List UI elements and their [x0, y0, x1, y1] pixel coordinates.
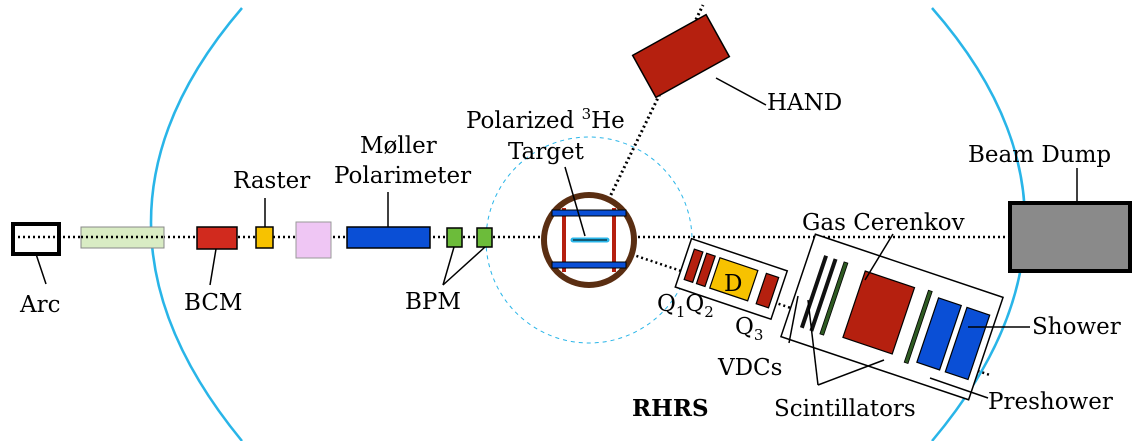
bpm-block-2	[476, 227, 493, 248]
bpm-leader-1	[442, 246, 455, 286]
vdcs-label: VDCs	[717, 355, 782, 381]
dipole-label: D	[724, 271, 742, 297]
arc-label: Arc	[19, 292, 61, 318]
moller-polarimeter-block	[346, 226, 431, 249]
scint-leader-1	[807, 299, 819, 386]
bpm-label: BPM	[405, 289, 461, 315]
scintillators-label: Scintillators	[774, 396, 916, 422]
gas-cerenkov-leader	[864, 233, 894, 281]
raster-block	[255, 226, 274, 249]
rhrs-magnets	[674, 237, 789, 321]
vdcs-leader	[788, 295, 799, 344]
hand-beamline	[587, 4, 705, 241]
pink-block	[295, 221, 332, 259]
shower-block	[944, 306, 991, 381]
q3-label: Q3	[735, 314, 763, 344]
hand-detector	[631, 13, 731, 99]
q1-q2-label: Q1Q2	[657, 291, 714, 321]
polarized-he3-target	[541, 192, 637, 288]
hand-leader	[715, 77, 767, 106]
preshower-leader	[929, 377, 989, 399]
rhrs-detector-hut	[779, 233, 1005, 401]
bcm-block	[196, 226, 238, 250]
rhrs-beamline	[588, 238, 991, 377]
shower-label: Shower	[1032, 314, 1121, 340]
beam-dump-label: Beam Dump	[968, 142, 1111, 168]
preshower-label: Preshower	[988, 389, 1113, 415]
bcm-leader	[209, 248, 217, 286]
arc-box	[11, 222, 61, 256]
target-label-line2: Target	[508, 139, 585, 165]
moller-label-line1: Møller	[360, 133, 437, 159]
beam-dump	[1008, 201, 1132, 273]
hand-label: HAND	[767, 90, 842, 116]
bpm-leader-2	[442, 246, 486, 286]
target-label-line1: Polarized 3He	[466, 105, 625, 134]
scint-leader-2	[817, 359, 885, 386]
moller-label-line2: Polarimeter	[334, 163, 471, 189]
hall-wall-left	[149, 7, 243, 441]
arc-leader	[35, 253, 47, 285]
bpm-block-1	[446, 227, 463, 248]
vdc-2	[809, 258, 838, 332]
scintillator-2	[903, 289, 933, 365]
gas-cerenkov-block	[842, 270, 916, 355]
rhrs-label: RHRS	[632, 395, 709, 422]
gas-cerenkov-label: Gas Cerenkov	[802, 210, 965, 236]
vdc-1	[799, 255, 828, 329]
scintillator-1	[819, 261, 849, 336]
preshower-block	[916, 297, 963, 371]
target-leader	[564, 166, 586, 237]
raster-label: Raster	[233, 168, 310, 194]
bcm-label: BCM	[184, 290, 242, 316]
